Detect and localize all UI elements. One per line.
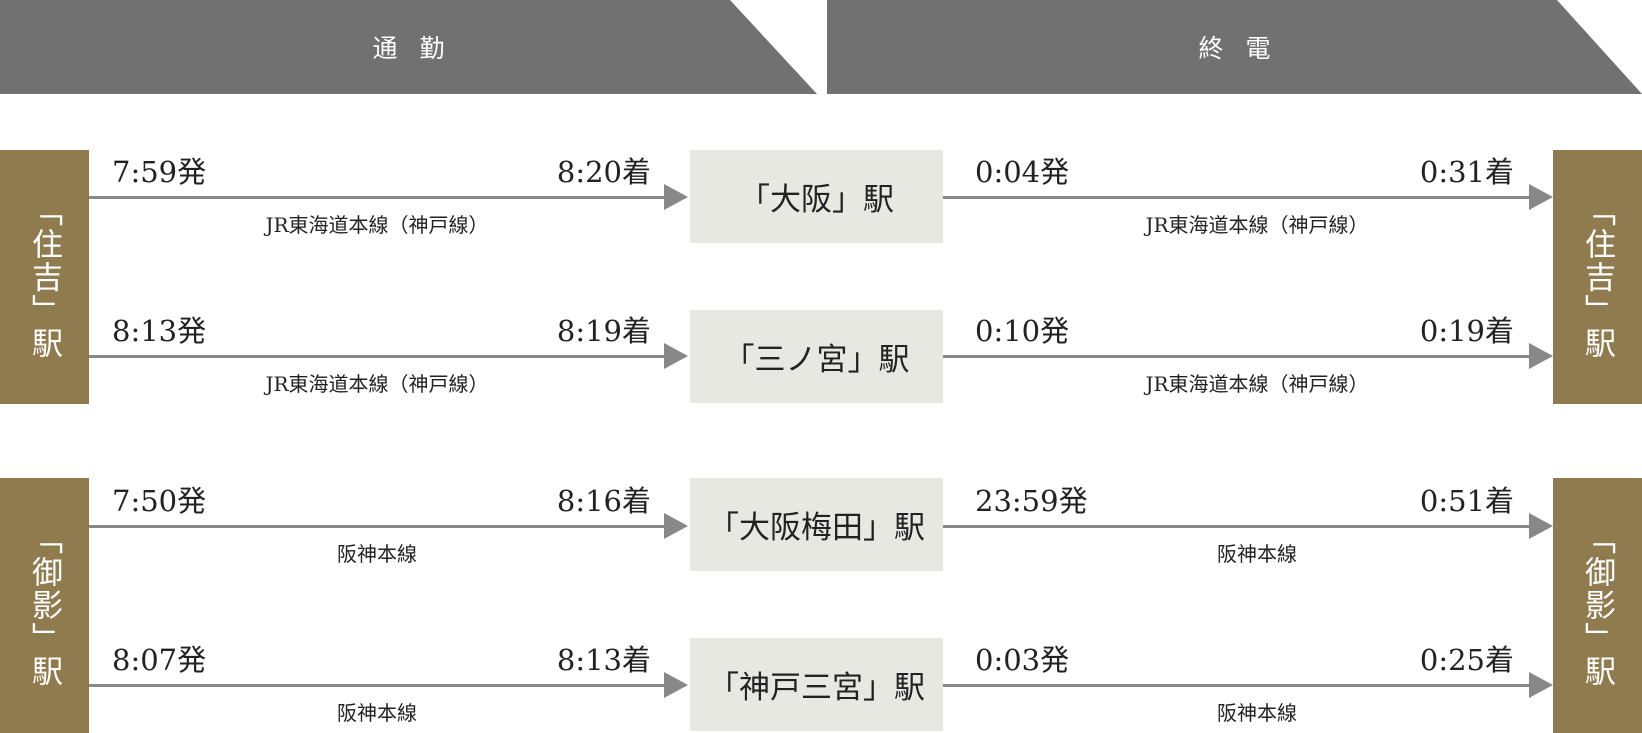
last-train-line-name: 阪神本線 <box>1217 542 1297 566</box>
arrow-right-icon <box>1529 184 1553 210</box>
last-train-arrow-line <box>943 525 1531 528</box>
commute-arrive-time: 8:19着 <box>556 314 651 348</box>
commute-depart-time: 7:59発 <box>112 155 207 189</box>
arrow-right-icon <box>1529 513 1553 539</box>
commute-arrow-line <box>89 684 664 687</box>
commute-line-name: 阪神本線 <box>337 542 417 566</box>
arrow-right-icon <box>664 343 688 369</box>
last-train-arrow-line <box>943 355 1531 358</box>
arrow-right-icon <box>1529 343 1553 369</box>
last-train-arrow-line <box>943 684 1531 687</box>
last-train-depart-time: 23:59発 <box>975 484 1088 518</box>
last-train-arrow-line <box>943 196 1531 199</box>
last-train-depart-time: 0:03発 <box>975 643 1070 677</box>
commute-header-label: 通勤 <box>372 34 467 63</box>
commute-depart-time: 7:50発 <box>112 484 207 518</box>
last-train-arrive-time: 0:25着 <box>1419 643 1514 677</box>
last-train-arrive-time: 0:31着 <box>1419 155 1514 189</box>
last-train-arrive-time: 0:51着 <box>1419 484 1514 518</box>
commute-line-name: JR東海道本線（神戸線） <box>265 372 489 396</box>
last-train-line-name: JR東海道本線（神戸線） <box>1145 213 1369 237</box>
commute-header: 通勤 <box>0 0 817 94</box>
last-train-arrive-time: 0:19着 <box>1419 314 1514 348</box>
commute-line-name: 阪神本線 <box>337 701 417 725</box>
commute-arrow-line <box>89 355 664 358</box>
last-train-header: 終電 <box>827 0 1642 94</box>
origin-station-left: 「住吉」駅 <box>0 150 89 404</box>
commute-depart-time: 8:13発 <box>112 314 207 348</box>
commute-arrive-time: 8:16着 <box>556 484 651 518</box>
commute-line-name: JR東海道本線（神戸線） <box>265 213 489 237</box>
commute-arrive-time: 8:13着 <box>556 643 651 677</box>
last-train-depart-time: 0:04発 <box>975 155 1070 189</box>
commute-depart-time: 8:07発 <box>112 643 207 677</box>
commute-arrow-line <box>89 196 664 199</box>
last-train-header-label: 終電 <box>1198 34 1293 63</box>
destination-station: 「大阪梅田」駅 <box>690 478 943 571</box>
origin-station-left: 「御影」駅 <box>0 478 89 733</box>
last-train-line-name: 阪神本線 <box>1217 701 1297 725</box>
arrow-right-icon <box>664 184 688 210</box>
origin-station-right: 「御影」駅 <box>1553 478 1642 733</box>
destination-station: 「大阪」駅 <box>690 150 943 243</box>
destination-station: 「三ノ宮」駅 <box>690 310 943 403</box>
last-train-line-name: JR東海道本線（神戸線） <box>1145 372 1369 396</box>
arrow-right-icon <box>1529 672 1553 698</box>
arrow-right-icon <box>664 672 688 698</box>
commute-arrow-line <box>89 525 664 528</box>
arrow-right-icon <box>664 513 688 539</box>
destination-station: 「神戸三宮」駅 <box>690 638 943 731</box>
last-train-depart-time: 0:10発 <box>975 314 1070 348</box>
commute-arrive-time: 8:20着 <box>556 155 651 189</box>
origin-station-right: 「住吉」駅 <box>1553 150 1642 404</box>
